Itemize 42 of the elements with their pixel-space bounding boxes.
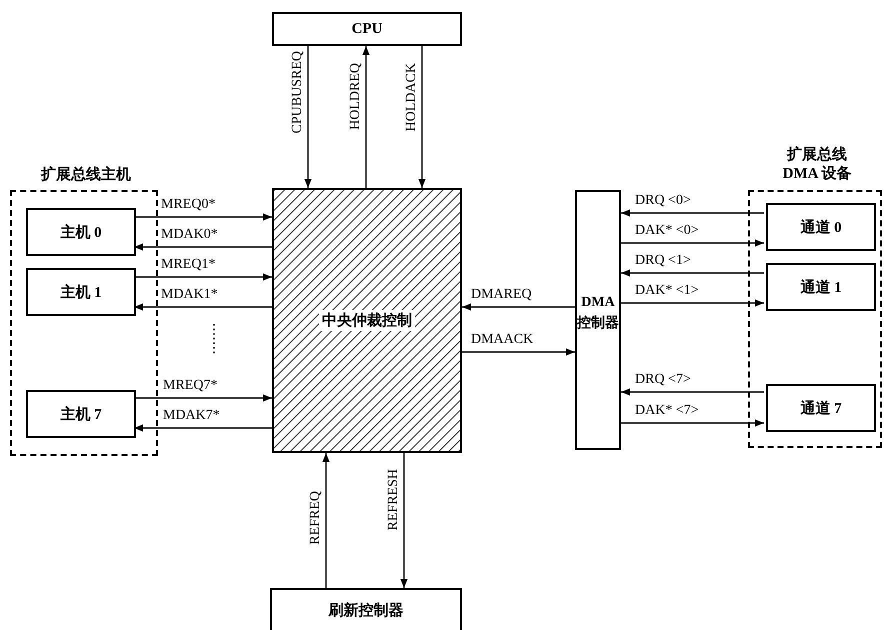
component-box: 通道 1 (766, 263, 876, 311)
signal-label: DRQ <1> (634, 253, 692, 269)
controller-box: DMA 控制器 (575, 190, 621, 450)
arrow (400, 453, 408, 588)
component-box: 刷新控制器 (270, 588, 462, 630)
arrow (621, 269, 764, 277)
arrow (621, 299, 764, 307)
arrow (134, 243, 272, 251)
arrow (621, 388, 764, 396)
signal-label: DMAREQ (470, 287, 533, 303)
component-box: 主机 0 (26, 208, 136, 256)
arrow (304, 46, 312, 188)
arrow (322, 453, 330, 588)
component-box: 通道 0 (766, 203, 876, 251)
arrow (418, 46, 426, 188)
arrow (621, 419, 764, 427)
signal-label: MREQ1* (160, 257, 216, 273)
arrow (462, 303, 575, 311)
component-box: CPU (272, 12, 462, 46)
box-label: 中央仲裁控制 (319, 310, 415, 331)
signal-label: CPUBUSREQ (290, 50, 306, 134)
signal-label: MREQ7* (162, 378, 218, 394)
signal-label: REFREQ (308, 490, 324, 546)
component-box: 主机 7 (26, 390, 136, 438)
arrow (134, 424, 272, 432)
arrow (134, 213, 272, 221)
signal-label: DRQ <0> (634, 193, 692, 209)
component-box: 主机 1 (26, 268, 136, 316)
group-heading: 扩展总线主机 (40, 166, 132, 185)
arrow (621, 209, 764, 217)
signal-label: DRQ <7> (634, 372, 692, 388)
arrow (134, 273, 272, 281)
group-heading: 扩展总线 DMA 设备 (782, 146, 852, 184)
arrow (462, 348, 575, 356)
signal-label: MREQ0* (160, 197, 216, 213)
arrow (134, 394, 272, 402)
arrow (362, 46, 370, 188)
hatched-box (272, 188, 462, 453)
component-box: 通道 7 (766, 384, 876, 432)
arrow (621, 239, 764, 247)
arrow (134, 303, 272, 311)
signal-label: HOLDREQ (348, 62, 364, 131)
